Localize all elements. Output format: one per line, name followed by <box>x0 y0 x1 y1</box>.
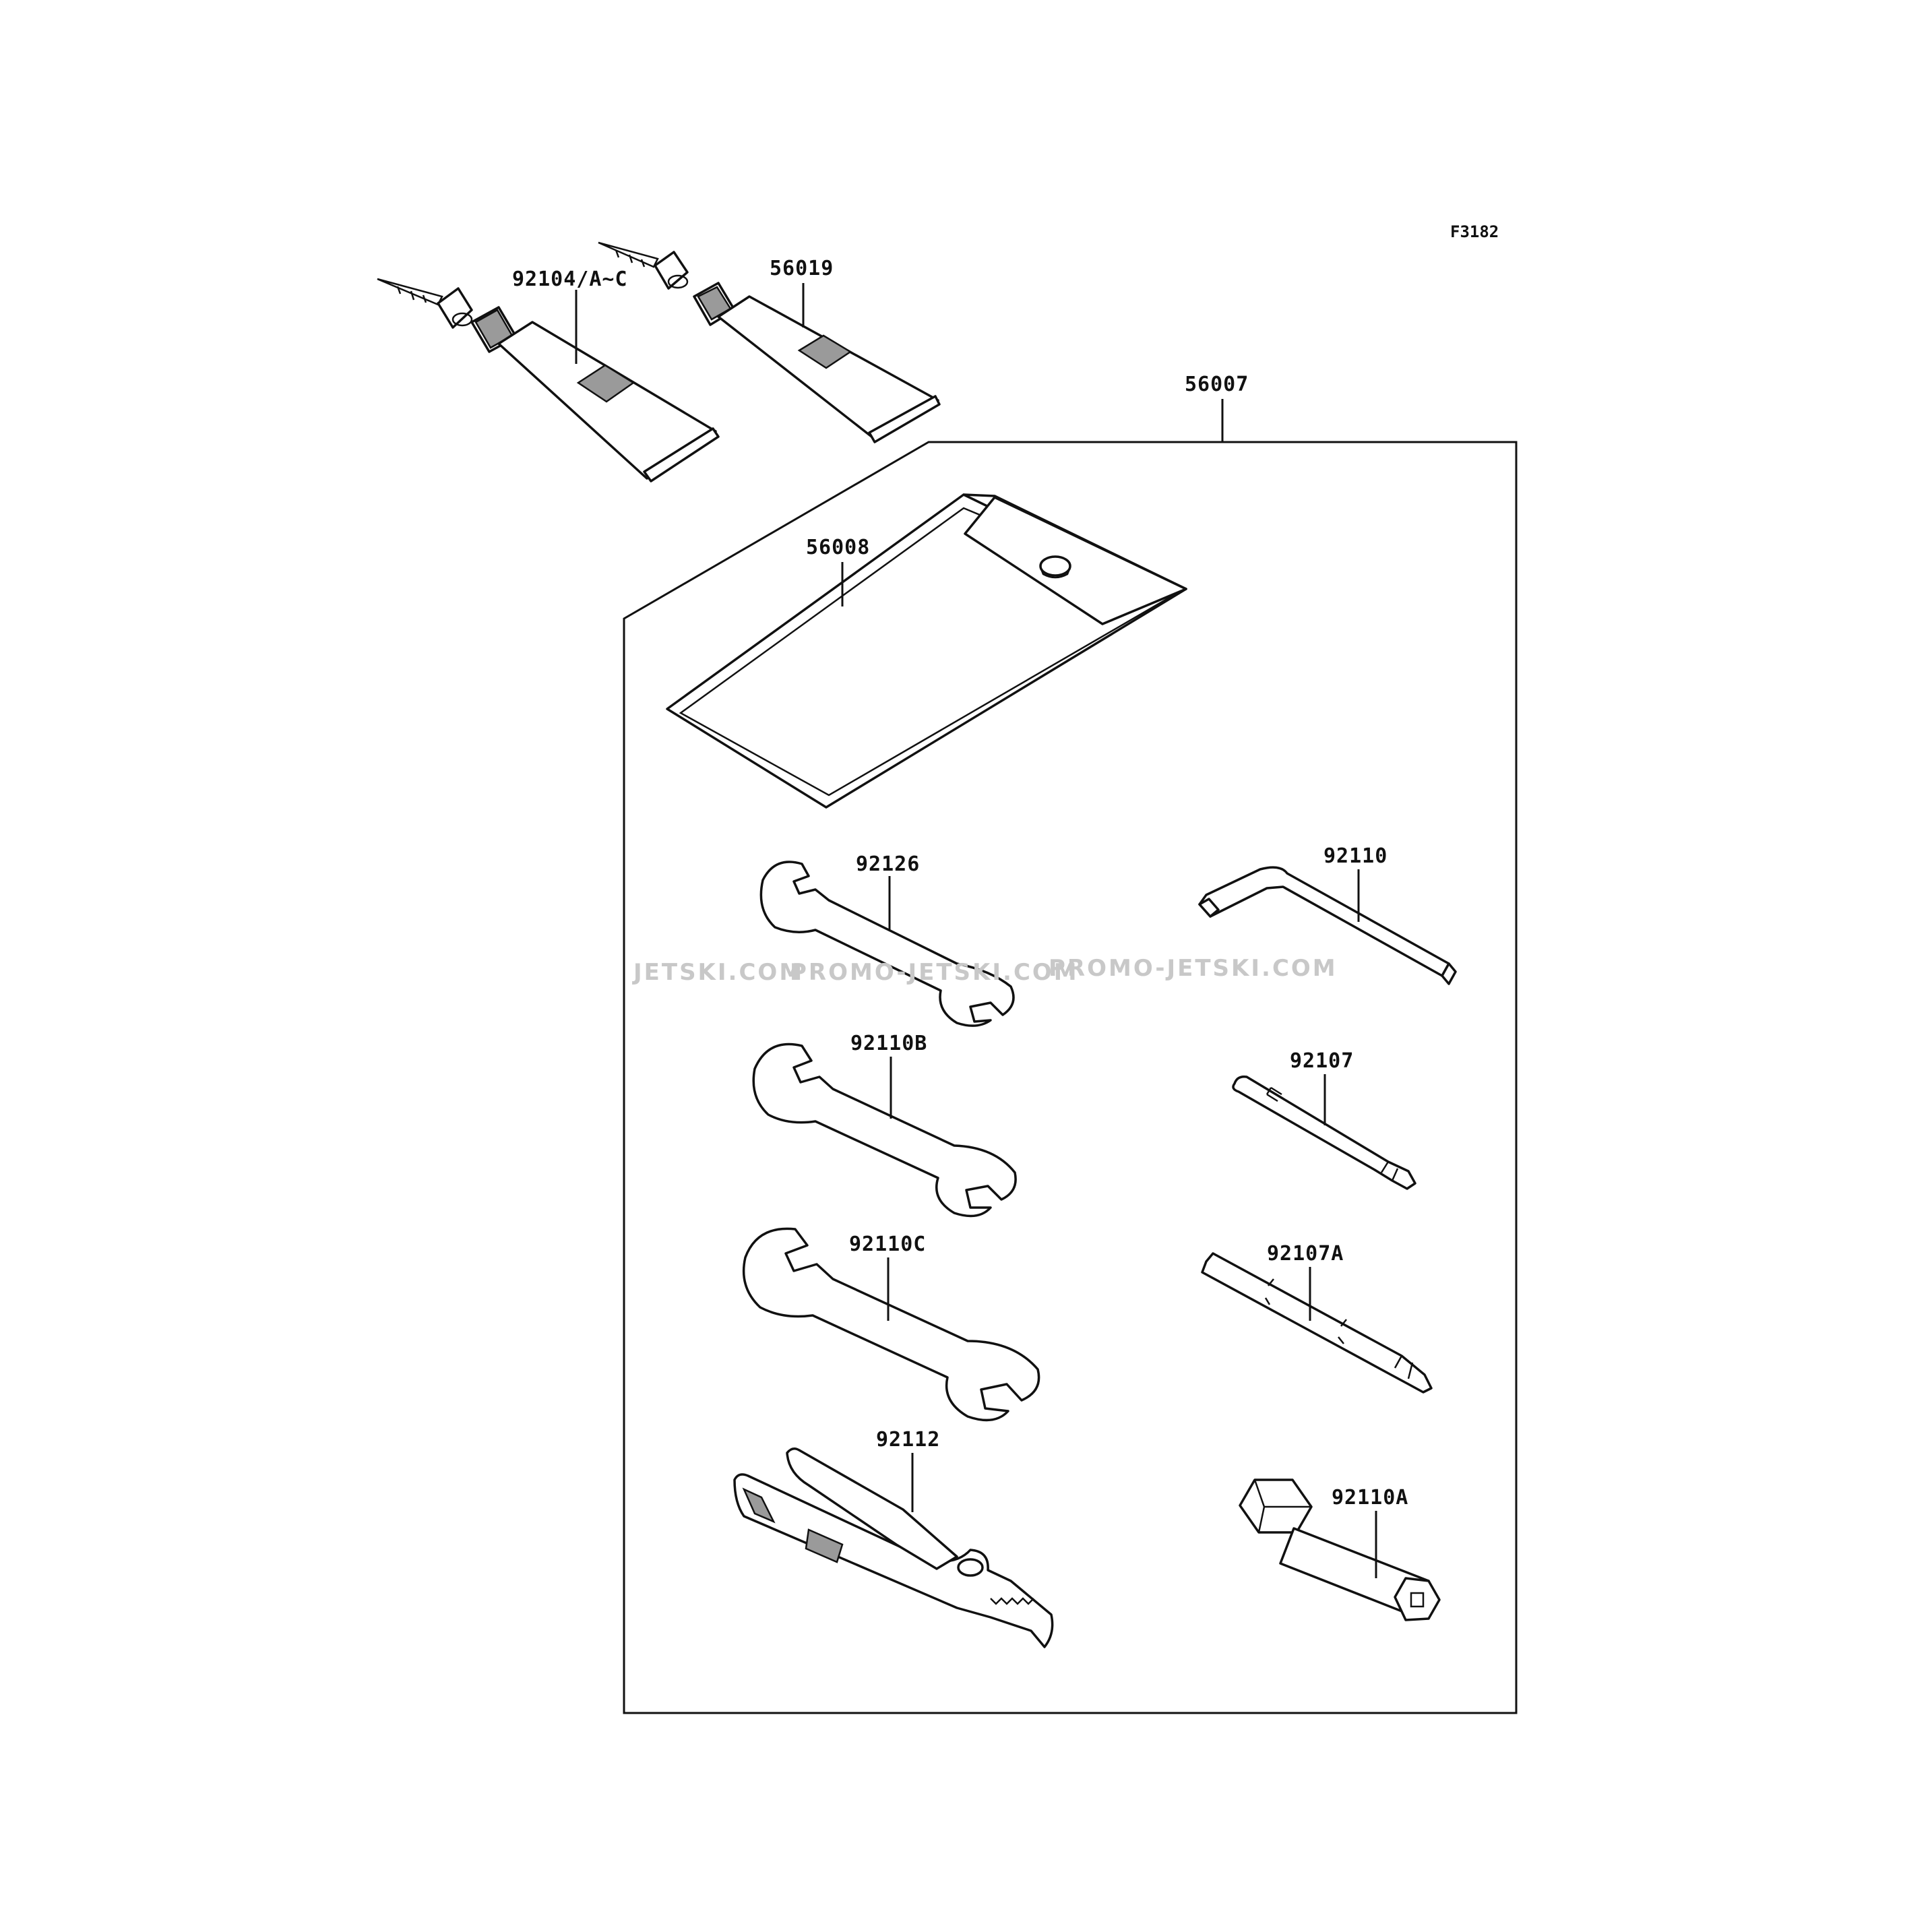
label-56019: 56019 <box>770 257 834 280</box>
label-92110a: 92110A <box>1332 1486 1408 1509</box>
pliers-illustration <box>733 1447 1054 1648</box>
screwdriver-alt-illustration <box>1201 1252 1433 1394</box>
hex-key-illustration <box>1198 866 1457 985</box>
wrench-large-illustration <box>742 1227 1040 1422</box>
label-92107: 92107 <box>1290 1049 1354 1073</box>
grease-tube-a-illustration <box>377 278 720 482</box>
label-92107a: 92107A <box>1267 1242 1344 1266</box>
label-92110: 92110 <box>1323 844 1388 868</box>
label-92110b: 92110B <box>850 1032 927 1055</box>
screwdriver-illustration <box>1232 1075 1416 1190</box>
label-92110c: 92110C <box>849 1233 926 1256</box>
label-92104-a-c: 92104/A~C <box>512 268 628 291</box>
watermark-1: JETSKI.COM <box>632 959 804 986</box>
grease-tube-b-illustration <box>598 241 941 443</box>
tool-bag-illustration <box>666 493 1187 809</box>
wrench-medium-illustration <box>752 1042 1017 1218</box>
label-56007: 56007 <box>1185 373 1249 396</box>
figure-code: F3182 <box>1450 222 1499 241</box>
label-92112: 92112 <box>876 1428 940 1452</box>
watermark-3: PROMO-JETSKI.COM <box>1049 955 1338 982</box>
label-92126: 92126 <box>856 852 920 876</box>
wrench-small-illustration <box>759 861 1015 1027</box>
watermark-2: PROMO-JETSKI.COM <box>790 959 1079 986</box>
tool-kit-frame <box>623 441 1518 1714</box>
socket-wrench-illustration <box>1239 1478 1441 1621</box>
label-56008: 56008 <box>806 536 870 559</box>
